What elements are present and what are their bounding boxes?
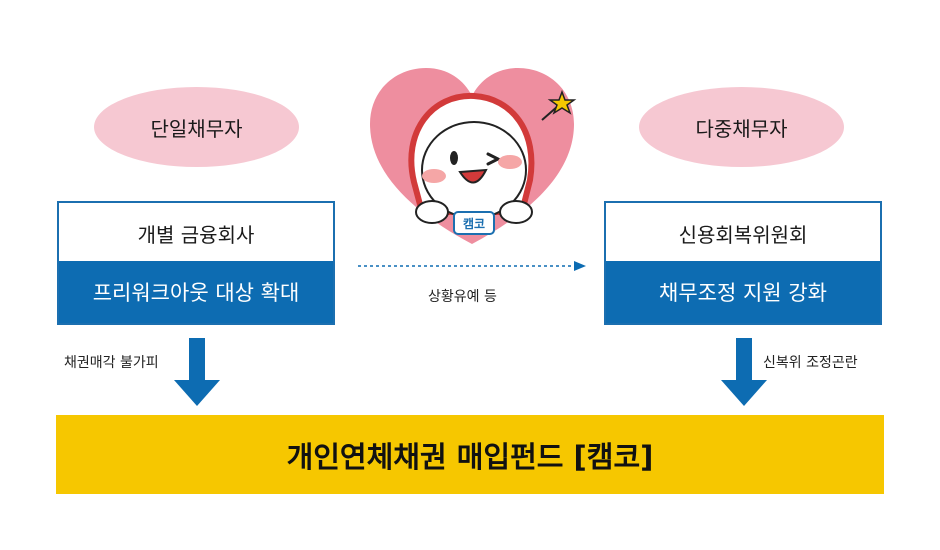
right-arrow-label: 신복위 조정곤란 bbox=[763, 355, 858, 371]
mascot-badge-text: 캠코 bbox=[463, 216, 485, 231]
left-box-action: 프리워크아웃 대상 확대 bbox=[59, 261, 333, 323]
star-icon bbox=[547, 89, 577, 115]
left-box-title: 개별 금융회사 bbox=[137, 222, 255, 247]
multi-debtor-oval: 다중채무자 bbox=[639, 87, 844, 167]
right-box-title: 신용회복위원회 bbox=[678, 222, 808, 247]
single-debtor-oval: 단일채무자 bbox=[94, 87, 299, 167]
right-box: 신용회복위원회 채무조정 지원 강화 bbox=[604, 201, 882, 325]
middle-arrow-label: 상황유예 등 bbox=[428, 289, 497, 305]
mascot-illustration: 캠코 bbox=[370, 68, 577, 244]
right-box-action: 채무조정 지원 강화 bbox=[606, 261, 880, 323]
left-box: 개별 금융회사 프리워크아웃 대상 확대 bbox=[57, 201, 335, 325]
single-debtor-label: 단일채무자 bbox=[150, 116, 243, 141]
fund-bar: 개인연체채권 매입펀드 [캠코] bbox=[56, 415, 884, 494]
left-down-arrow bbox=[174, 338, 220, 406]
right-down-arrow bbox=[721, 338, 767, 406]
multi-debtor-label: 다중채무자 bbox=[695, 116, 788, 141]
fund-bar-label: 개인연체채권 매입펀드 [캠코] bbox=[286, 439, 654, 474]
left-arrow-label: 채권매각 불가피 bbox=[64, 355, 159, 371]
middle-dashed-arrow bbox=[358, 261, 586, 271]
